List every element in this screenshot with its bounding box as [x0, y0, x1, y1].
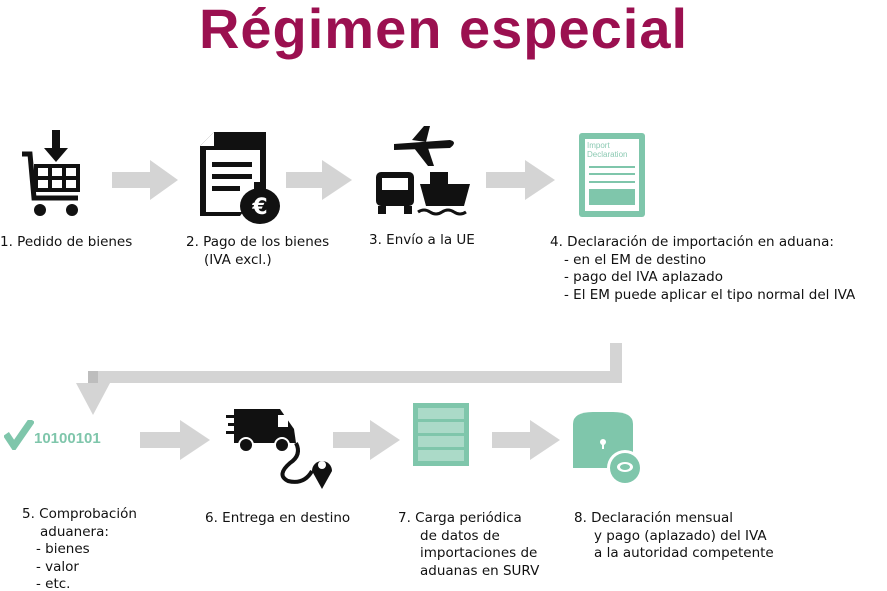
- shopping-cart-icon: [22, 130, 80, 216]
- arrow-6-7: [333, 420, 400, 460]
- server-icon: [413, 403, 469, 466]
- arrow-3-4: [486, 160, 555, 200]
- step-6-label: 6. Entrega en destino: [205, 510, 351, 526]
- step-3-label: 3. Envío a la UE: [369, 232, 475, 248]
- delivery-van-icon: [226, 409, 332, 489]
- connector-horizontal: [88, 371, 622, 383]
- arrow-1-2: [112, 160, 178, 200]
- invoice-money-bag-icon: €: [200, 132, 280, 224]
- page-title: Régimen especial: [198, 0, 689, 60]
- svg-text:€: €: [251, 195, 267, 220]
- arrow-4-5: [76, 383, 110, 415]
- step-2-label: 2. Pago de los bienes(IVA excl.): [186, 234, 330, 268]
- arrow-2-3: [286, 160, 352, 200]
- arrow-5-6: [140, 420, 210, 460]
- treasury-icon: [573, 412, 643, 484]
- checkmark-icon: [4, 420, 34, 450]
- step-4-label: 4. Declaración de importación en aduana:…: [550, 234, 856, 303]
- arrow-7-8: [492, 420, 560, 460]
- step-1-label: 1. Pedido de bienes: [0, 234, 133, 250]
- transport-icon: [376, 126, 470, 216]
- import-declaration-icon: Import Declaration: [579, 133, 645, 217]
